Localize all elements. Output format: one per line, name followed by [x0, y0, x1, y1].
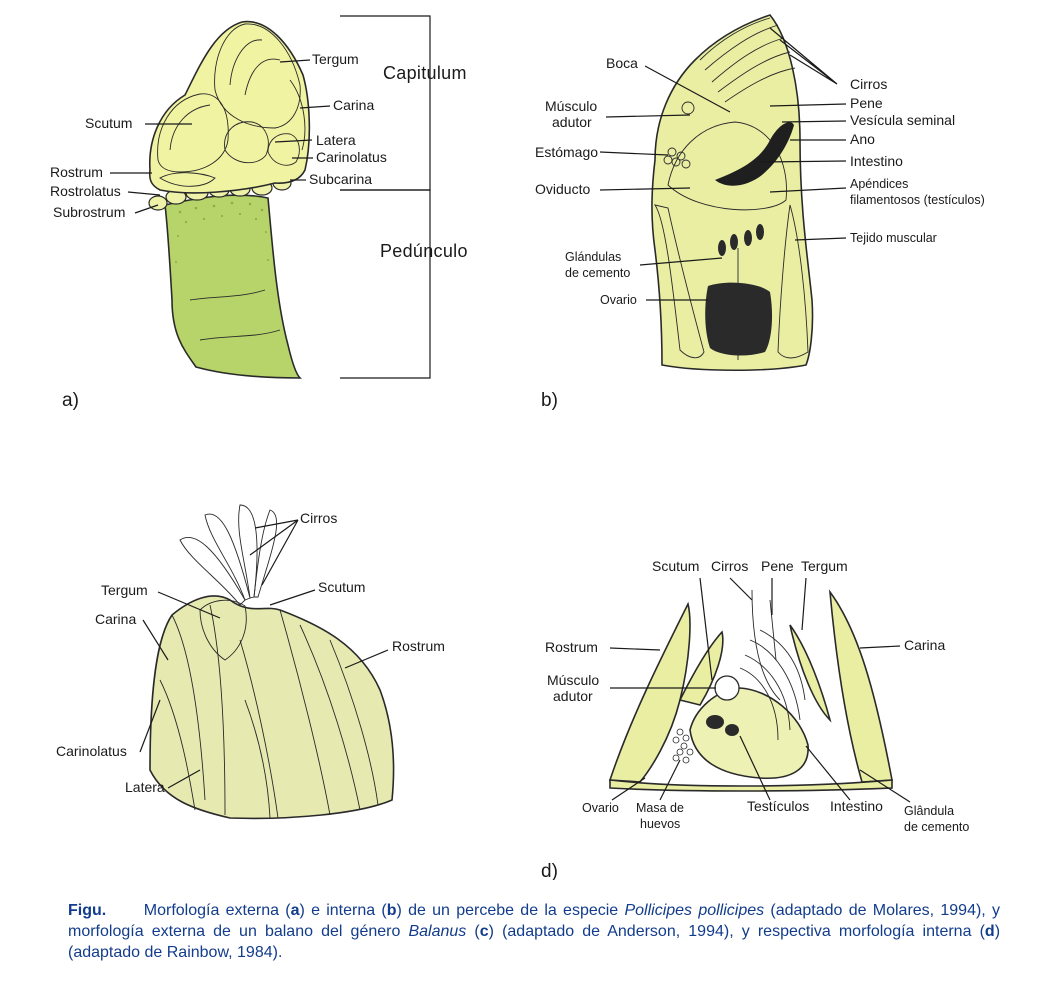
peduncle-label: Pedúnculo	[380, 241, 468, 261]
figure-canvas: Capitulum Pedúnculo Tergum Carina Scutum…	[50, 14, 985, 880]
caption-a: a	[290, 902, 300, 919]
panel-d: Scutum Cirros Pene Tergum Rostrum Carina…	[541, 558, 969, 880]
boca-label: Boca	[606, 55, 638, 71]
masa-label-2: huevos	[640, 817, 680, 831]
cirros-d-label: Cirros	[711, 558, 748, 574]
panel-a-letter: a)	[62, 390, 79, 411]
pene-d-label: Pene	[761, 558, 794, 574]
carina-plate	[828, 589, 893, 783]
shell-ridges	[159, 604, 379, 819]
panel-d-letter: d)	[541, 861, 558, 880]
masa-label-1: Masa de	[636, 801, 684, 815]
body-d-shape	[689, 687, 809, 780]
caption-text-6: ) (adaptado de Anderson, 1994), y respec…	[488, 923, 985, 940]
panel-c: Cirros Tergum Scutum Carina Rostrum Cari…	[56, 504, 445, 820]
intestino-label: Intestino	[850, 153, 903, 169]
scutum-d-label: Scutum	[652, 558, 699, 574]
caption-text-1: Morfología externa (	[143, 902, 291, 919]
scutum-label: Scutum	[85, 115, 132, 131]
tejido-label: Tejido muscular	[850, 231, 937, 245]
rostrum-plate	[608, 601, 691, 783]
ovary-shape	[705, 282, 773, 356]
caption-text-5: (	[466, 923, 480, 940]
rostrum-label: Rostrum	[50, 164, 103, 180]
adductor-muscle	[714, 675, 740, 701]
testes-d	[706, 715, 739, 736]
pene-label: Pene	[850, 95, 883, 111]
estomago-label: Estómago	[535, 144, 598, 160]
ovario-d-label: Ovario	[582, 801, 619, 815]
caption-c: c	[479, 923, 489, 940]
carina-label: Carina	[333, 97, 374, 113]
caption-text-7: ) (adaptado de Rainbow, 1984).	[68, 923, 1001, 961]
glandulas-label-1: Glándulas	[565, 250, 621, 264]
latera-c-label: Latera	[125, 779, 165, 795]
tergum-c-label: Tergum	[101, 582, 148, 598]
oviducto-label: Oviducto	[535, 181, 590, 197]
musculo-label-2: adutor	[552, 114, 592, 130]
caption-species: Pollicipes pollicipes	[624, 902, 765, 919]
capitulum-label: Capitulum	[383, 63, 467, 83]
glandula-label-2: de cemento	[904, 820, 969, 834]
panel-b: Boca Cirros Pene Músculo adutor Vesícula…	[535, 14, 985, 411]
panel-b-letter: b)	[541, 390, 558, 411]
subrostrum-label: Subrostrum	[53, 204, 125, 220]
caption-lead: Figu.	[68, 902, 107, 919]
egg-mass	[672, 728, 694, 764]
ovario-b-label: Ovario	[600, 293, 637, 307]
musculo-label-1: Músculo	[545, 98, 597, 114]
carina-d-label: Carina	[904, 637, 945, 653]
intestino-d-label: Intestino	[830, 798, 883, 814]
musculo-d-label-1: Músculo	[547, 672, 599, 688]
caption-text-3: ) de un percebe de la especie	[396, 902, 625, 919]
caption-genus: Balanus	[408, 923, 467, 940]
caption-text-2: ) e interna (	[299, 902, 387, 919]
apendices-label-1: Apéndices	[850, 177, 908, 191]
carinolatus-label: Carinolatus	[316, 149, 387, 165]
cirros-c-label: Cirros	[300, 510, 337, 526]
stomach-granules	[663, 101, 695, 169]
cirri-curls	[739, 589, 806, 741]
carina-c-label: Carina	[95, 611, 136, 627]
figure-caption: Figu. Morfología externa (a) e interna (…	[68, 900, 1000, 963]
cirri-lines	[699, 17, 796, 103]
tergum-label: Tergum	[312, 51, 359, 67]
glandulas-label-2: de cemento	[565, 266, 630, 280]
latera-label: Latera	[316, 132, 356, 148]
apendices-label-2: filamentosos (testículos)	[850, 193, 985, 207]
subcarina-label: Subcarina	[309, 171, 372, 187]
musculo-d-label-2: adutor	[553, 688, 593, 704]
vesicula-label: Vesícula seminal	[850, 112, 955, 128]
rostrum-d-label: Rostrum	[545, 639, 598, 655]
shell-shape	[149, 595, 395, 820]
ano-label: Ano	[850, 131, 875, 147]
caption-d: d	[984, 923, 995, 940]
cement-glands	[718, 224, 764, 256]
capitulum-shape	[148, 20, 311, 194]
rostrum-c-label: Rostrum	[392, 638, 445, 654]
cirri-fan	[179, 504, 278, 606]
tergum-d-label: Tergum	[801, 558, 848, 574]
peduncle-texture	[175, 201, 269, 263]
cirros-label: Cirros	[850, 76, 887, 92]
scutum-c-label: Scutum	[318, 579, 365, 595]
peduncle-shape	[164, 194, 302, 379]
testiculos-label: Testículos	[747, 798, 809, 814]
intestine-shape	[715, 122, 794, 186]
rostrolatus-label: Rostrolatus	[50, 183, 121, 199]
caption-text-4: (adaptado de Molares, 1994), y morfologí…	[68, 902, 1000, 940]
glandula-label-1: Glândula	[904, 804, 954, 818]
carinolatus-c-label: Carinolatus	[56, 743, 127, 759]
peduncle-bracket	[340, 189, 431, 379]
caption-b: b	[386, 902, 397, 919]
panel-a: Capitulum Pedúnculo Tergum Carina Scutum…	[50, 15, 468, 411]
